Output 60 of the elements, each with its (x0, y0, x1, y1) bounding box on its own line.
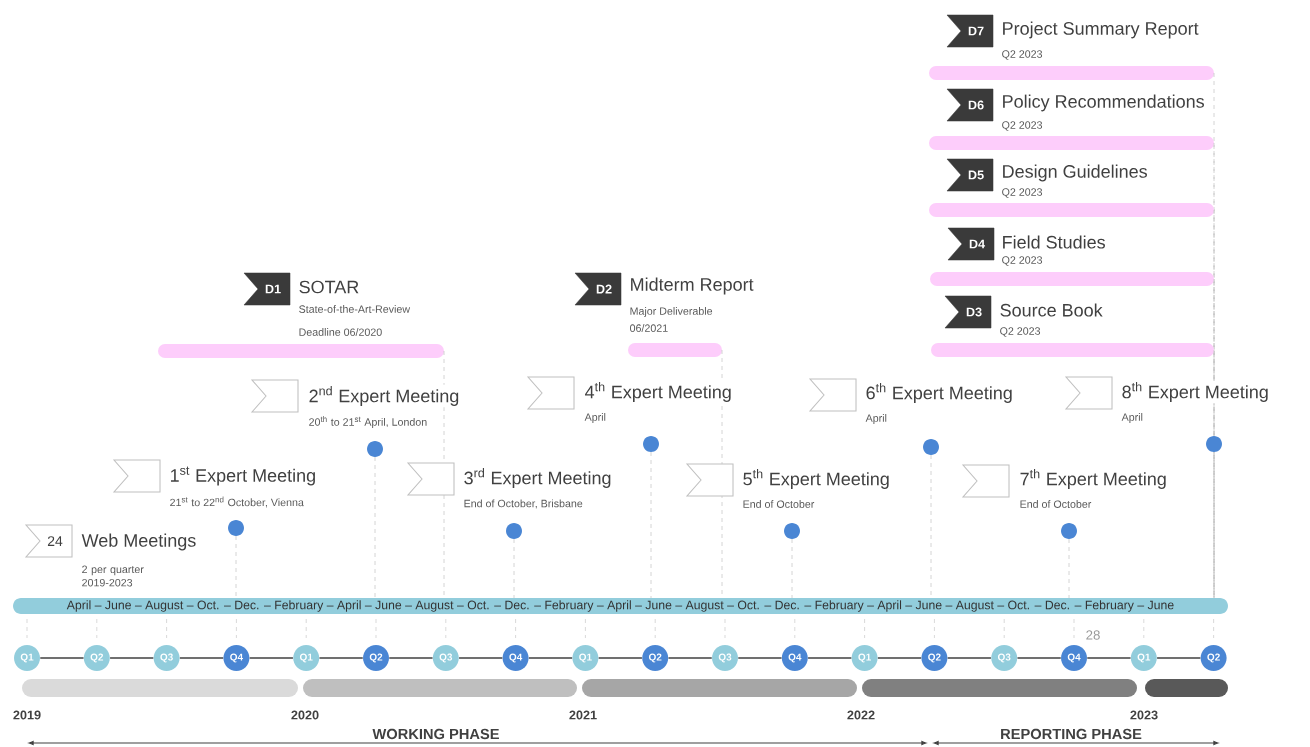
milestone-note: April (1120, 411, 1145, 425)
timeline-line (179, 657, 224, 659)
milestone-note: 06/2021 (628, 322, 670, 334)
timeline-line (877, 657, 922, 659)
milestone-title: 1$^{st}$ Expert Meeting (168, 465, 318, 487)
timeline-line (458, 657, 504, 659)
timeline-line (109, 657, 155, 659)
milestone-note: Q2 2023 (1000, 119, 1044, 133)
milestone-note: End of October (741, 498, 816, 510)
milestone-title: 6$^{th}$ Expert Meeting (864, 381, 1015, 405)
milestone-title: 4$^{th}$ Expert Meeting (583, 380, 734, 404)
milestone-note: 21$^{st}$ to 22$^{nd}$ October, Vienna (168, 495, 306, 509)
milestone-note: Q2 2023 (998, 325, 1042, 339)
milestone-title: Source Book (998, 302, 1104, 318)
milestone-note: Q2 2023 (1000, 186, 1044, 200)
milestone-note: Deadline 06/2020 (297, 326, 384, 338)
milestone-title: 3$^{rd}$ Expert Meeting (462, 466, 613, 490)
timeline-line (388, 657, 434, 659)
phase-label: WORKING PHASE (372, 728, 499, 740)
milestone-note: 20$^{th}$ to 21$^{st}$ April, London (307, 414, 429, 430)
timeline-line (597, 657, 643, 659)
timeline-line (667, 657, 713, 659)
timeline-line (1086, 657, 1132, 659)
milestone-title: Design Guidelines (1000, 163, 1150, 183)
milestone-note: 2 per quarter 2019-2023 (82, 565, 144, 587)
milestone-title: 5$^{th}$ Expert Meeting (741, 467, 892, 491)
milestone-note: April (583, 411, 608, 425)
milestone-note: Q2 2023 (1000, 48, 1044, 62)
year-label: 2020 (291, 710, 319, 720)
timeline-line (248, 657, 294, 659)
milestone-note: Q2 2023 (1000, 254, 1044, 268)
milestone-note: End of October, Brisbane (462, 498, 585, 510)
phase-label: REPORTING PHASE (1001, 728, 1142, 740)
timeline-line (318, 657, 364, 659)
milestone-title: SOTAR (297, 279, 361, 295)
timeline-line (1016, 657, 1062, 659)
year-label: 2023 (1130, 710, 1158, 720)
milestone-title: Policy Recommendations (1000, 93, 1207, 113)
milestone-note: April (864, 412, 889, 426)
milestone-note: Major Deliverable (628, 305, 714, 319)
month-band: April – June – August – Oct. – Dec. – February – April – June – August – Oct. – Dec. – February – April – June – August – Oct. – Dec. – February – April – June – August – Oct. – Dec. – February – June (13, 598, 1228, 614)
milestone-note: End of October (1018, 498, 1093, 510)
milestone-title: 2$^{nd}$ Expert Meeting (307, 384, 461, 408)
milestone-title: 8$^{th}$ Expert Meeting (1120, 380, 1271, 404)
timeline-line (807, 657, 853, 659)
year-label: 2019 (13, 710, 41, 720)
timeline-line (946, 657, 992, 659)
year-label: 2021 (569, 710, 597, 720)
timeline-line (737, 657, 783, 659)
count-note: 28 (1086, 630, 1100, 640)
milestone-title: Project Summary Report (1000, 20, 1200, 40)
milestone-title: 7$^{th}$ Expert Meeting (1018, 467, 1169, 491)
milestone-title: Field Studies (1000, 234, 1107, 250)
year-label: 2022 (847, 710, 875, 720)
timeline-line (528, 657, 573, 659)
milestone-note: State-of-the-Art-Review (297, 303, 412, 315)
timeline-line (1156, 657, 1202, 659)
milestone-title: Midterm Report (628, 276, 755, 296)
timeline-line (39, 657, 85, 659)
milestone-title: Web Meetings (80, 532, 198, 552)
